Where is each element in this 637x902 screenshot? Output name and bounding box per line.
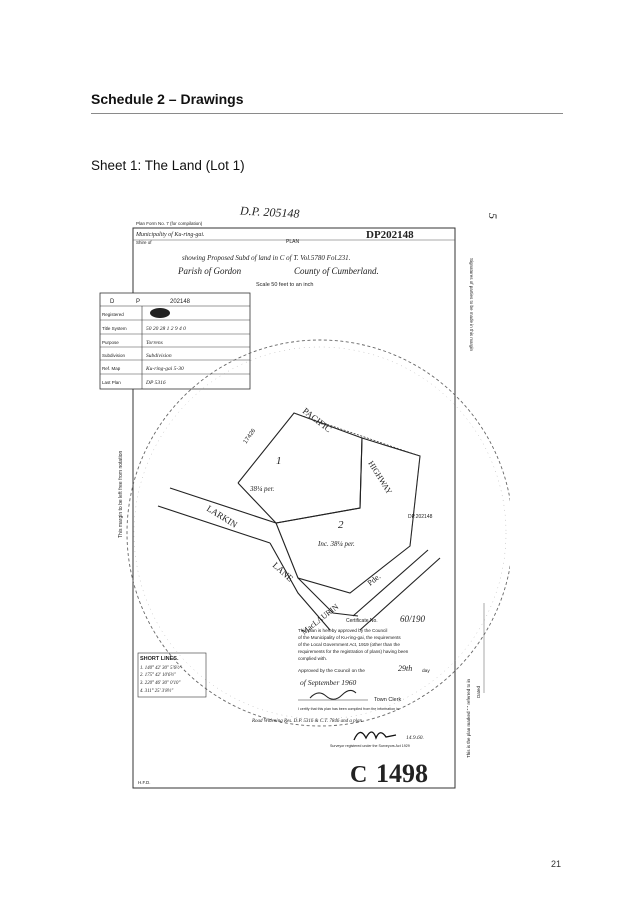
- lot-area-2: Inc. 38¼ per.: [317, 540, 355, 548]
- town-clerk-signature: [309, 689, 357, 700]
- plan-title-line: showing Proposed Subd of land in C of T.…: [182, 254, 351, 262]
- table-header-p: P: [136, 299, 140, 305]
- right-margin-dated: Dated: [476, 685, 481, 698]
- road-label-highway: HIGHWAY: [366, 459, 394, 496]
- council-text-line: This plan is hereby approved by the Coun…: [298, 628, 387, 633]
- table-row-label: Purpose: [102, 340, 119, 345]
- short-line-item: 1. 140° 42' 30" 5'6½": [140, 666, 183, 671]
- short-line-item: 4. 311° 25' 3'8½": [140, 689, 174, 694]
- table-header-d: D: [110, 299, 115, 305]
- registration-table: D P 202148 Registered Title System 50 20…: [99, 292, 251, 390]
- approved-suffix: day: [422, 668, 430, 674]
- short-lines-table: SHORT LINES. 1. 140° 42' 30" 5'6½" 2. 17…: [137, 652, 207, 698]
- bottom-left-initials: H.F.D.: [138, 780, 151, 785]
- county: County of Cumberland.: [294, 266, 379, 276]
- short-line-item: 2. 175° 42' 10'6½": [140, 673, 177, 678]
- approved-by: Approved by the Council on the: [298, 668, 365, 674]
- surveyor-date: 14.9.60.: [406, 734, 424, 741]
- registered-seal-icon: [150, 308, 170, 318]
- scale-note: Scale 50 feet to an inch: [256, 282, 313, 288]
- council-text-line: of the Municipality of Ku-ring-gai, the …: [298, 635, 401, 640]
- certificate-label: Certificate No.: [346, 618, 378, 624]
- road-label-larkin: LARKIN: [205, 503, 240, 530]
- table-header-no: 202148: [170, 299, 191, 305]
- shire: Shire of: [136, 240, 152, 245]
- council-text-line: of the Local Government Act, 1919 (other…: [298, 642, 400, 647]
- council-certificate: Certificate No. 60/190 This plan is here…: [251, 614, 430, 748]
- table-row-label: Last Plan: [102, 380, 121, 385]
- parish: Parish of Gordon: [177, 266, 242, 276]
- road-widening-note: Road Widening Res. D.P. 5316 & C.T. 7846…: [251, 719, 362, 724]
- certificate-number: 60/190: [400, 614, 426, 624]
- plan-frame: [132, 227, 456, 789]
- lot-number-1: 1: [276, 455, 282, 467]
- short-lines-title: SHORT LINES.: [140, 656, 179, 662]
- surveyor-text: Surveyor registered under the Surveyors …: [330, 744, 410, 748]
- corner-mark: 5: [486, 213, 500, 219]
- table-row-value: Torrens: [146, 340, 163, 346]
- survey-plan-drawing: D.P. 205148 5 Plan Form No. 7 (for compi…: [99, 203, 510, 789]
- table-row-label: Title System: [102, 326, 127, 331]
- heading-rule: [91, 113, 563, 114]
- table-row-value: Ku-ring-gai 5-30: [145, 366, 184, 372]
- page-number: 21: [551, 859, 562, 869]
- lot-boundaries: [157, 412, 441, 631]
- sheet-title: Sheet 1: The Land (Lot 1): [91, 158, 245, 173]
- certify-text: I certify that this plan has been compil…: [298, 707, 399, 711]
- lot-number-2: 2: [338, 519, 344, 531]
- section-heading: Schedule 2 – Drawings: [91, 91, 244, 107]
- right-margin-plan-marked: This is the plan marked " " referred to …: [466, 679, 471, 758]
- compass-rose: [126, 339, 510, 727]
- form-note: Plan Form No. 7 (for compilation): [136, 221, 203, 226]
- plan-label: PLAN: [286, 239, 299, 245]
- table-row-label: Ref. Map: [102, 366, 121, 371]
- short-line-item: 3. 220° 46' 30" 0'10": [140, 681, 181, 686]
- council-text-line: requirements for the registration of pla…: [298, 649, 409, 654]
- road-label-pde: Pde.: [366, 572, 383, 588]
- table-row-value: DP 5316: [145, 380, 166, 386]
- approved-day: 29th: [398, 664, 412, 673]
- stamp-number: 1498: [376, 759, 428, 788]
- table-row-value: 50 20 28 1 2 9 4 0: [146, 325, 186, 332]
- table-row-label: Subdivision: [102, 353, 126, 358]
- municipality: Municipality of Ku-ring-gai.: [135, 231, 205, 238]
- table-row-label: Registered: [102, 312, 124, 317]
- ref-dp-label: DP.202148: [408, 514, 433, 520]
- stamp-prefix: C: [350, 762, 367, 788]
- ref-17426-label: 17426: [243, 427, 258, 445]
- town-clerk-label: Town Clerk: [374, 697, 401, 703]
- council-text-line: complied with.: [298, 656, 327, 661]
- surveyor-signature: [353, 731, 397, 741]
- approved-month: of September 1960: [300, 678, 356, 687]
- left-margin-note: This margin to be left free from notatio…: [118, 451, 124, 538]
- road-label-pacific: PACIFIC: [301, 406, 334, 435]
- dp-number: DP202148: [366, 229, 414, 241]
- right-margin-signatures: Signatures of parties to be made in this…: [469, 258, 474, 352]
- table-row-value: Subdivision: [146, 353, 172, 359]
- lot-area-1: 38¼ per.: [249, 485, 275, 493]
- top-stamp: D.P. 205148: [239, 203, 300, 220]
- road-frontage: [293, 412, 421, 547]
